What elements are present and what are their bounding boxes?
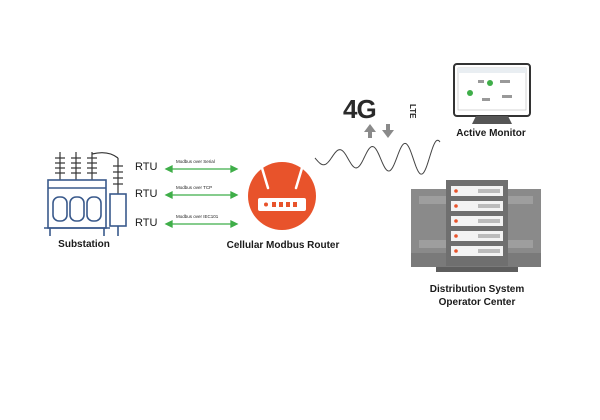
rtu-label-1: RTU	[135, 161, 158, 173]
svg-text:LTE: LTE	[408, 104, 417, 119]
signal-wave-icon	[314, 139, 441, 175]
monitor-icon	[453, 63, 531, 124]
4g-lte-logo: 4G LTE	[343, 94, 417, 124]
substation-label: Substation	[58, 239, 110, 250]
rtu-label-2: RTU	[135, 188, 158, 200]
svg-text:4G: 4G	[343, 94, 376, 124]
router-icon	[248, 162, 316, 230]
protocol-label-3: Modbus over IEC101	[176, 214, 219, 219]
operator-label-line1: Distribution System	[429, 284, 525, 295]
substation-icon	[44, 152, 127, 236]
protocol-arrows	[164, 164, 239, 229]
protocol-label-2: Modbus over TCP	[176, 185, 213, 190]
rtu-label-3: RTU	[135, 217, 158, 229]
router-label: Cellular Modbus Router	[226, 240, 340, 251]
monitor-label: Active Monitor	[456, 128, 526, 139]
server-rack-icon	[411, 180, 541, 272]
protocol-label-1: Modbus over Serial	[176, 159, 215, 164]
up-down-arrows-icon	[364, 124, 394, 138]
operator-label-line2: Operator Center	[438, 297, 516, 308]
